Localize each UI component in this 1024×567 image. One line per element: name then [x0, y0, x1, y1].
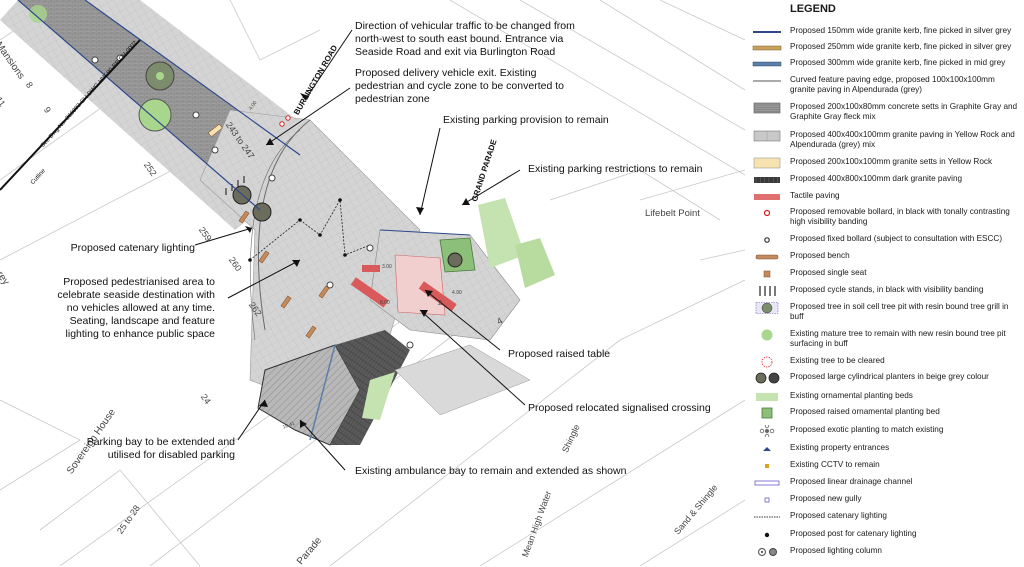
cycle-stand-icon — [752, 285, 782, 297]
direction-traffic-annotation: Direction of vehicular traffic to be cha… — [355, 20, 575, 58]
bench-icon — [752, 251, 782, 263]
dimension-3-00-label: 3.00 — [382, 264, 392, 270]
property-entrance-icon — [752, 443, 782, 455]
legend-item-label: Tactile paving — [790, 191, 840, 200]
tree-cleared-icon — [752, 356, 782, 368]
legend-item-label: Proposed catenary lighting — [790, 511, 887, 520]
legend-item-label: Proposed raised ornamental planting bed — [790, 407, 940, 416]
site-plan-map: BURLINGTON ROAD GRAND PARADE Lifebelt Po… — [0, 0, 745, 567]
legend-item-label: Proposed post for catenary lighting — [790, 529, 917, 538]
delivery-exit-annotation: Proposed delivery vehicle exit. Existing… — [355, 67, 564, 105]
pedestrianised-area-annotation: Proposed pedestrianised area to celebrat… — [57, 276, 215, 340]
curved-edge-icon — [752, 75, 782, 87]
legend-item-label: Proposed 400x400x100mm granite paving in… — [790, 130, 1015, 149]
kerb-150-icon — [752, 26, 782, 38]
catenary-icon — [752, 511, 782, 523]
cycle-stands — [225, 176, 245, 195]
leader-arrowheads — [245, 93, 470, 428]
dimension-4-90-label: 4.90 — [452, 290, 462, 296]
kerb-300-icon — [752, 58, 782, 70]
catenary-lighting-annotation: Proposed catenary lighting — [70, 242, 195, 254]
parking-restrictions-annotation: Existing parking restrictions to remain — [528, 163, 703, 175]
planter-icon — [752, 372, 782, 384]
number-2-label: 2 — [438, 300, 442, 307]
dark-paving-icon — [752, 174, 782, 186]
cutline — [0, 39, 141, 191]
legend-item-label: Proposed removable bollard, in black wit… — [790, 207, 1010, 226]
legend-item-label: Proposed 300mm wide granite kerb, fine p… — [790, 58, 1006, 67]
planting-bed-2 — [515, 238, 555, 288]
legend-item-label: Proposed 200x100x80mm concrete setts in … — [790, 102, 1018, 121]
parking-bay-annotation: Parking bay to be extended and utilised … — [86, 436, 235, 461]
catenary-lines — [249, 198, 371, 261]
lighting-columns — [91, 54, 414, 349]
removable-bollard-icon — [752, 207, 782, 219]
legend-item-label: Existing mature tree to remain with new … — [790, 329, 1006, 348]
legend-item-label: Existing property entrances — [790, 443, 890, 452]
footway-south — [0, 0, 260, 230]
planting-bed-1 — [478, 198, 525, 268]
legend-item-label: Existing tree to be cleared — [790, 356, 885, 365]
legend-item-label: Proposed linear drainage channel — [790, 477, 913, 486]
parking-provision-annotation: Existing parking provision to remain — [443, 114, 609, 126]
legend-item-label: Proposed bench — [790, 251, 850, 260]
legend-item-label: Proposed 200x100x100mm granite setts in … — [790, 157, 993, 166]
legend-item-label: Proposed tree in soil cell tree pit with… — [790, 302, 1009, 321]
raised-table-annotation: Proposed raised table — [508, 348, 611, 360]
property-lines — [0, 0, 745, 566]
legend-item-label: Proposed single seat — [790, 268, 867, 277]
legend-item-label: Proposed 150mm wide granite kerb, fine p… — [790, 26, 1012, 35]
benches — [207, 123, 330, 339]
gully-icon — [752, 494, 782, 506]
cctv-icon — [752, 460, 782, 472]
ambulance-bay-annotation: Existing ambulance bay to remain and ext… — [355, 465, 627, 477]
legend-item-label: Proposed exotic planting to match existi… — [790, 425, 944, 434]
raised-bed-icon — [752, 407, 782, 419]
bollards — [279, 115, 291, 127]
legend-item-label: Proposed large cylindrical planters in b… — [790, 372, 989, 381]
mature-tree-icon — [752, 329, 782, 341]
single-seat-icon — [752, 268, 782, 280]
legend-item-label: Existing ornamental planting beds — [790, 391, 913, 400]
granite-paving-icon — [752, 130, 782, 142]
tactile-icon — [752, 191, 782, 203]
exotic-planting-icon — [752, 423, 782, 439]
legend-item-label: Proposed cycle stands, in black with vis… — [790, 285, 984, 294]
legend-item-label: Proposed lighting column — [790, 546, 882, 555]
legend-panel: LEGEND Proposed 150mm wide granite kerb,… — [748, 0, 1024, 566]
trees — [29, 5, 463, 268]
planting-bed-3 — [362, 372, 395, 420]
lifebelt-point-label: Lifebelt Point — [645, 208, 700, 219]
granite-setts-icon — [752, 157, 782, 169]
tree-pit-icon — [752, 302, 782, 314]
dimension-8-00-label: 8.00 — [380, 300, 390, 306]
legend-item-label: Proposed 250mm wide granite kerb, fine p… — [790, 42, 1012, 51]
legend-item-label: Proposed fixed bollard (subject to consu… — [790, 234, 1003, 243]
planting-bed-icon — [752, 391, 782, 403]
catenary-posts — [248, 198, 347, 262]
drainage-channel-icon — [752, 477, 782, 489]
fixed-bollard-icon — [752, 234, 782, 246]
relocated-crossing-annotation: Proposed relocated signalised crossing — [528, 402, 711, 414]
legend-item-label: Proposed 400x800x100mm dark granite pavi… — [790, 174, 963, 183]
legend-item-label: Curved feature paving edge, proposed 100… — [790, 75, 995, 94]
leader-lines — [194, 29, 526, 471]
lighting-column-icon — [752, 546, 782, 558]
legend-item-label: Existing CCTV to remain — [790, 460, 880, 469]
concrete-setts-icon — [752, 102, 782, 114]
legend-item-label: Proposed new gully — [790, 494, 862, 503]
legend-title: LEGEND — [790, 3, 836, 15]
kerb-250-icon — [752, 42, 782, 54]
catenary-post-icon — [752, 529, 782, 541]
kerbs — [17, 0, 471, 441]
